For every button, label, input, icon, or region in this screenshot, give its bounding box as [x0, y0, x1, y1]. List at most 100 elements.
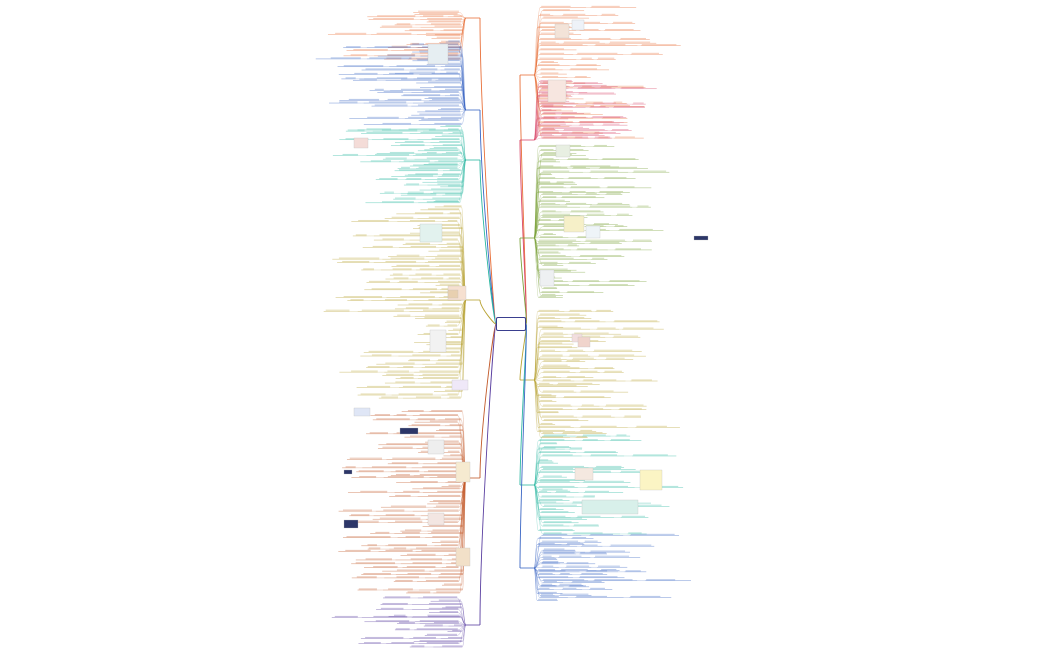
embedded-image[interactable]: [581, 499, 639, 515]
subtopic-text: [401, 78, 432, 80]
subtopic-text: [575, 320, 600, 322]
embedded-image[interactable]: [693, 235, 709, 241]
embedded-image[interactable]: [455, 461, 471, 483]
subtopic-text: [540, 125, 561, 127]
subtopic-text: [621, 515, 646, 517]
subtopic-text: [599, 166, 638, 168]
subtopic-text: [570, 186, 600, 188]
subtopic-connector: [533, 544, 538, 569]
subtopic-text: [592, 257, 605, 259]
subtopic-text: [401, 531, 420, 533]
subtopic-text: [368, 101, 407, 103]
subtopic-text: [541, 105, 564, 107]
subtopic-text: [569, 447, 583, 449]
subtopic-text: [614, 225, 624, 227]
subtopic-text: [441, 307, 460, 309]
subtopic-text: [418, 166, 458, 168]
subtopic-text: [583, 434, 606, 436]
subtopic-text: [353, 520, 379, 522]
subtopic-text: [359, 476, 377, 478]
subtopic-text: [433, 146, 458, 149]
subtopic-text: [606, 404, 644, 406]
subtopic-text: [390, 257, 425, 259]
subtopic-text: [430, 291, 463, 293]
subtopic-connector: [533, 113, 543, 141]
embedded-image[interactable]: [639, 469, 663, 491]
embedded-image[interactable]: [451, 379, 469, 391]
embedded-image[interactable]: [427, 43, 449, 65]
subtopic-text: [573, 524, 599, 526]
embedded-image[interactable]: [343, 519, 359, 529]
subtopic-text: [542, 354, 563, 356]
branch-connector-b9: [479, 159, 497, 325]
subtopic-text: [398, 393, 433, 395]
subtopic-text: [438, 576, 461, 578]
subtopic-text: [407, 193, 437, 195]
embedded-image[interactable]: [419, 223, 443, 243]
subtopic-text: [376, 32, 412, 34]
subtopic-text: [345, 549, 371, 551]
subtopic-text: [631, 52, 659, 54]
embedded-image[interactable]: [343, 469, 353, 475]
embedded-image[interactable]: [427, 439, 445, 455]
subtopic-text: [402, 385, 442, 387]
subtopic-text: [435, 257, 460, 259]
embedded-image[interactable]: [555, 144, 571, 158]
subtopic-text: [445, 193, 462, 195]
subtopic-text: [606, 192, 621, 194]
subtopic-text: [385, 362, 415, 364]
subtopic-connector: [457, 159, 467, 169]
embedded-image[interactable]: [429, 329, 447, 353]
subtopic-text: [577, 515, 601, 517]
subtopic-text: [393, 277, 409, 279]
embedded-image[interactable]: [427, 512, 445, 526]
subtopic-connector: [461, 153, 467, 161]
embedded-image[interactable]: [577, 336, 591, 348]
central-topic[interactable]: [496, 317, 526, 331]
embedded-image[interactable]: [399, 427, 419, 435]
embedded-image[interactable]: [574, 467, 594, 481]
embedded-image[interactable]: [353, 137, 369, 149]
embedded-image[interactable]: [539, 269, 555, 287]
subtopic-text: [384, 596, 411, 598]
subtopic-text: [619, 408, 642, 410]
branch-connector-b11: [479, 323, 497, 479]
subtopic-text: [366, 128, 392, 130]
subtopic-connector: [533, 484, 542, 491]
embedded-image[interactable]: [563, 215, 585, 233]
subtopic-text: [426, 633, 458, 635]
subtopic-text: [441, 59, 460, 61]
subtopic-text: [422, 466, 458, 468]
embedded-image[interactable]: [353, 407, 371, 417]
subtopic-text: [541, 335, 564, 337]
subtopic-text: [538, 181, 551, 183]
subtopic-text: [590, 241, 620, 243]
subtopic-text: [539, 490, 548, 492]
subtopic-text: [538, 568, 556, 571]
subtopic-connector: [460, 82, 467, 111]
embedded-image[interactable]: [547, 79, 567, 103]
embedded-image[interactable]: [571, 19, 585, 31]
subtopic-text: [539, 576, 569, 578]
subtopic-text: [538, 598, 558, 600]
embedded-image[interactable]: [447, 289, 459, 299]
subtopic-text: [630, 533, 675, 535]
subtopic-text: [613, 335, 639, 337]
subtopic-text: [586, 192, 597, 194]
subtopic-text: [569, 191, 586, 193]
subtopic-connector: [533, 379, 542, 393]
subtopic-text: [538, 309, 560, 311]
subtopic-text: [538, 223, 580, 225]
embedded-image[interactable]: [585, 225, 601, 239]
subtopic-text: [603, 123, 620, 125]
subtopic-text: [443, 47, 462, 49]
subtopic-connector: [533, 567, 540, 598]
subtopic-text: [438, 160, 463, 162]
subtopic-text: [540, 270, 571, 272]
embedded-image[interactable]: [455, 547, 471, 567]
subtopic-text: [434, 86, 463, 88]
subtopic-text: [400, 88, 432, 90]
embedded-image[interactable]: [554, 23, 570, 39]
subtopic-text: [588, 467, 622, 470]
subtopic-text: [343, 65, 384, 67]
